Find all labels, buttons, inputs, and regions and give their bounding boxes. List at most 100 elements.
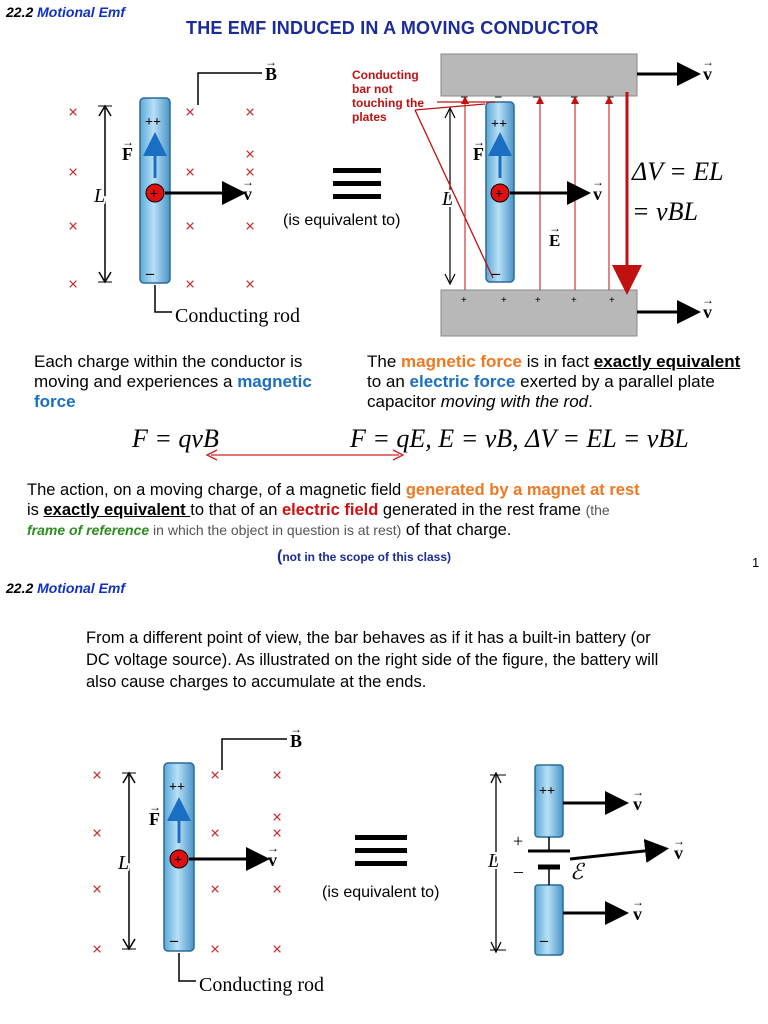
svg-text:×: × bbox=[272, 823, 282, 843]
battery-paragraph: From a different point of view, the bar … bbox=[86, 629, 659, 691]
top-plate bbox=[440, 53, 638, 97]
equivalence-sign-2 bbox=[355, 835, 407, 866]
positive-charge bbox=[145, 183, 165, 203]
svg-text:→: → bbox=[549, 221, 561, 235]
svg-text:×: × bbox=[272, 879, 282, 899]
svg-text:–: – bbox=[532, 88, 540, 103]
svg-text:×: × bbox=[245, 162, 255, 182]
svg-text:×: × bbox=[245, 216, 255, 236]
svg-text:×: × bbox=[210, 879, 220, 899]
svg-text:×: × bbox=[68, 102, 78, 122]
svg-text:×: × bbox=[272, 807, 282, 827]
equation-delta-v: ΔV = EL bbox=[631, 157, 724, 186]
svg-text:–: – bbox=[145, 265, 155, 282]
svg-text:→: → bbox=[473, 135, 485, 149]
force-label: F bbox=[122, 144, 133, 164]
upper-rod-half bbox=[534, 764, 564, 838]
moving-rod-diagram: ××× ×××× ××× ××× ++ – + v → F → L L B → … bbox=[68, 60, 300, 327]
moving-rod-diagram-2: ××× ×××× ××× ××× ++ – + v → F → L L B → … bbox=[92, 725, 324, 996]
svg-text:→: → bbox=[592, 175, 604, 189]
svg-text:×: × bbox=[92, 939, 102, 959]
svg-text:+: + bbox=[571, 295, 577, 306]
rod-label-2: Conducting rod bbox=[199, 974, 324, 996]
section-number: 22.2 bbox=[6, 4, 34, 20]
svg-text:–: – bbox=[169, 932, 179, 949]
svg-text:L: L bbox=[117, 852, 129, 874]
svg-text:→: → bbox=[149, 800, 161, 814]
slide-title: THE EMF INDUCED IN A MOVING CONDUCTOR bbox=[186, 18, 599, 38]
field-label: B bbox=[265, 64, 277, 84]
section-label: 22.2 Motional Emf bbox=[6, 4, 125, 20]
action-paragraph: The action, on a moving charge, of a mag… bbox=[27, 481, 640, 539]
svg-text:→: → bbox=[702, 55, 714, 69]
svg-text:+: + bbox=[501, 295, 507, 306]
force-label-2: F bbox=[473, 144, 484, 164]
svg-text:→: → bbox=[290, 725, 302, 736]
svg-text:×: × bbox=[185, 274, 195, 294]
svg-text:→: → bbox=[673, 834, 685, 848]
svg-text:–: – bbox=[606, 88, 614, 103]
svg-text:×: × bbox=[210, 765, 220, 785]
svg-text:→: → bbox=[632, 785, 644, 799]
svg-text:→: → bbox=[702, 293, 714, 307]
svg-text:v: v bbox=[633, 794, 642, 814]
svg-text:→: → bbox=[632, 895, 644, 909]
svg-text:×: × bbox=[185, 102, 195, 122]
scope-note: (not in the scope of this class) bbox=[277, 548, 452, 565]
formula-magnetic: F = qvB bbox=[132, 424, 219, 453]
svg-text:L: L bbox=[117, 852, 129, 874]
formula-electric: F = qE, E = vB, ΔV = EL = vBL bbox=[350, 424, 689, 453]
svg-text:+: + bbox=[461, 295, 467, 306]
svg-text:→: → bbox=[265, 60, 277, 69]
svg-text:+: + bbox=[609, 295, 615, 306]
right-explanation: The magnetic force is in fact exactly eq… bbox=[367, 352, 741, 411]
svg-text:×: × bbox=[272, 939, 282, 959]
length-label-2: L bbox=[441, 188, 453, 210]
svg-text:×: × bbox=[92, 879, 102, 899]
svg-text:×: × bbox=[245, 274, 255, 294]
svg-text:×: × bbox=[92, 765, 102, 785]
svg-text:×: × bbox=[245, 144, 255, 164]
svg-text:×: × bbox=[185, 162, 195, 182]
svg-text:L: L bbox=[93, 185, 105, 207]
svg-text:v: v bbox=[633, 904, 642, 924]
length-label: L bbox=[93, 185, 105, 207]
efield-label: E bbox=[549, 231, 560, 250]
svg-text:→: → bbox=[242, 175, 254, 189]
svg-text:×: × bbox=[68, 162, 78, 182]
svg-text:++: ++ bbox=[145, 115, 161, 130]
plate-velocity-bottom: v bbox=[703, 302, 712, 322]
svg-text:+: + bbox=[174, 853, 182, 868]
svg-text:v: v bbox=[674, 843, 683, 863]
svg-text:×: × bbox=[210, 823, 220, 843]
bottom-plate bbox=[440, 289, 638, 337]
svg-text:v: v bbox=[268, 850, 277, 870]
svg-text:F: F bbox=[149, 809, 160, 829]
svg-text:B: B bbox=[290, 731, 302, 751]
svg-text:→: → bbox=[267, 841, 279, 855]
capacitor-diagram: ––––– +++++ ++ – + v → F → E → L L v → v… bbox=[414, 53, 724, 337]
emf-label: ℰ bbox=[570, 859, 586, 884]
svg-text:×: × bbox=[245, 102, 255, 122]
rod-label: Conducting rod bbox=[175, 305, 300, 327]
field-x-marks: ××× ×××× ××× ××× bbox=[68, 102, 255, 294]
svg-text:×: × bbox=[210, 939, 220, 959]
annotation-bar-not-touching: Conducting bar not touching the plates bbox=[352, 68, 424, 124]
left-explanation: Each charge within the conductor is movi… bbox=[34, 352, 312, 411]
svg-text:–: – bbox=[539, 932, 549, 949]
section-label-2: 22.2 Motional Emf bbox=[6, 580, 126, 596]
svg-text:++: ++ bbox=[539, 784, 555, 799]
svg-text:–: – bbox=[494, 88, 502, 103]
section-name: Motional Emf bbox=[37, 4, 126, 20]
svg-text:×: × bbox=[68, 216, 78, 236]
svg-text:++: ++ bbox=[491, 117, 507, 132]
equation-vbl: = vBL bbox=[632, 197, 698, 226]
equivalence-label-2: (is equivalent to) bbox=[322, 884, 440, 901]
battery-diagram: L L ++ – + – ℰ v → v → v → bbox=[485, 764, 685, 956]
svg-text:L: L bbox=[487, 850, 499, 872]
svg-text:+: + bbox=[535, 295, 541, 306]
svg-text:–: – bbox=[460, 88, 468, 103]
svg-text:L: L bbox=[441, 188, 453, 210]
svg-text:++: ++ bbox=[169, 780, 185, 795]
svg-text:→: → bbox=[122, 135, 134, 149]
